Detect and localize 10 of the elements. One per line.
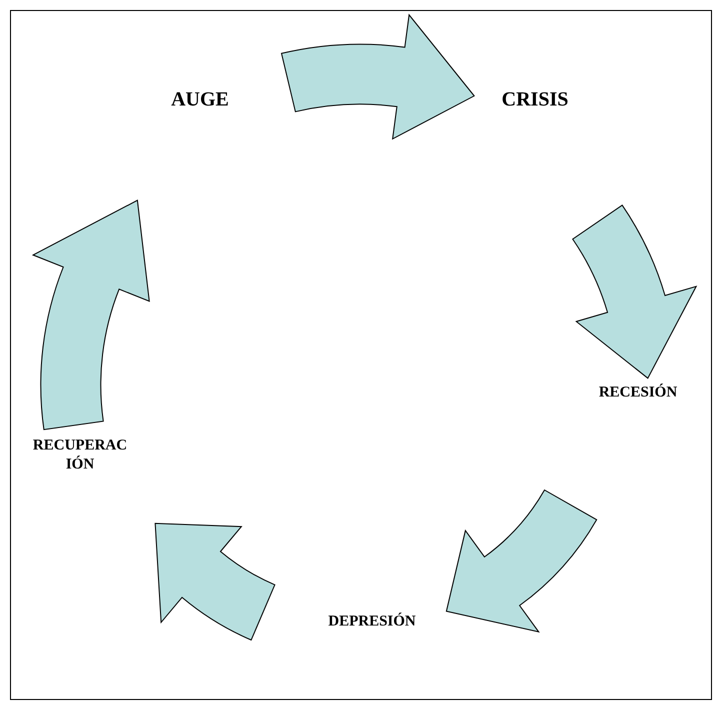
stage-label: DEPRESIÓN [328, 612, 416, 632]
stage-label: AUGE [171, 88, 229, 112]
curved-block-arrow [572, 204, 697, 379]
stage-label: RECUPERACIÓN [32, 436, 128, 474]
stage-label: RECESIÓN [598, 384, 678, 402]
curved-block-arrow [446, 490, 598, 632]
curved-block-arrow [154, 522, 276, 640]
curved-block-arrow [32, 200, 150, 430]
stage-label: CRISIS [502, 88, 568, 112]
curved-block-arrow [281, 14, 475, 140]
